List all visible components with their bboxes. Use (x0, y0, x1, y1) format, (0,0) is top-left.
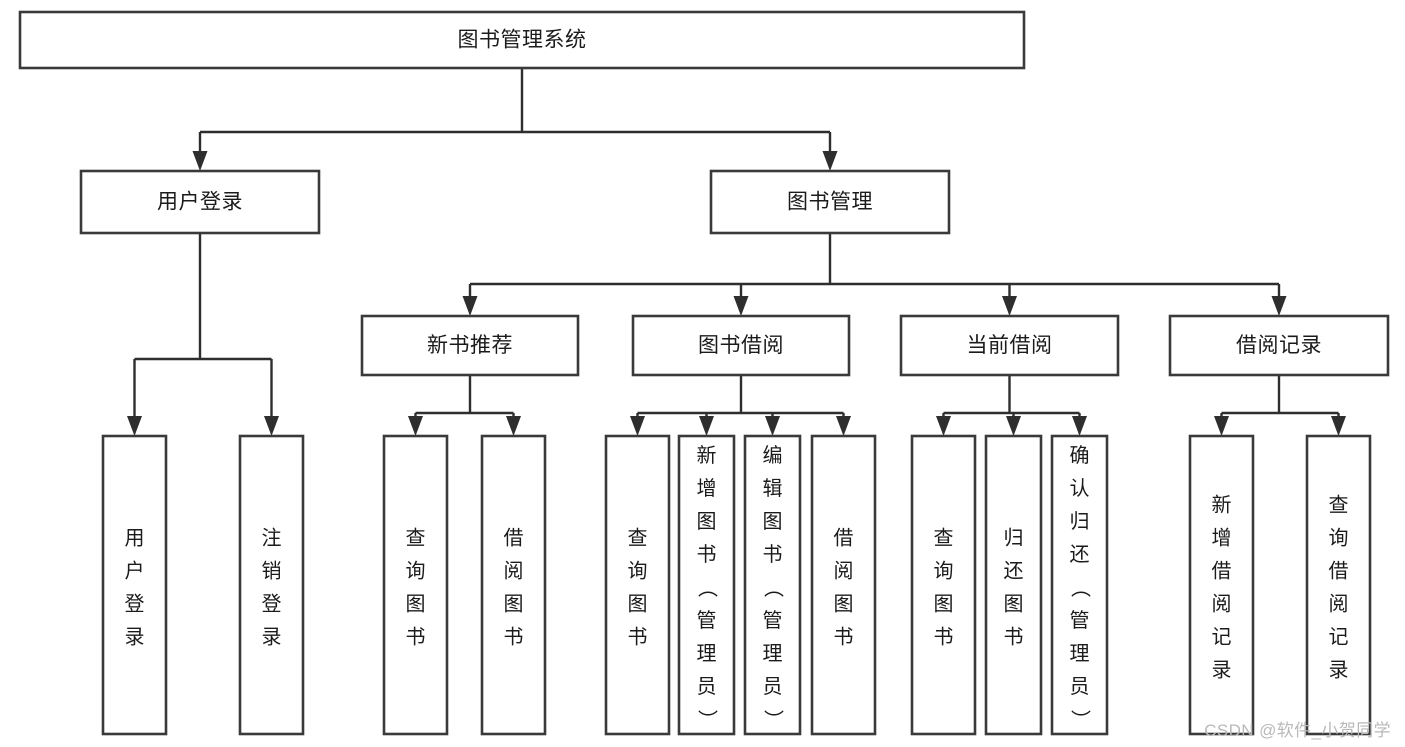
node-label: 确认归还（管理员） (1070, 444, 1091, 731)
edge-group-book-manage (462, 233, 1287, 316)
nodes-layer: 图书管理系统用户登录图书管理新书推荐图书借阅当前借阅借阅记录用户登录注销登录查询… (18, 10, 1390, 736)
node-box[interactable] (810, 434, 877, 736)
node-box[interactable] (360, 314, 580, 377)
node-leaf-edit-book[interactable]: 编辑图书（管理员） (743, 434, 802, 736)
node-box[interactable] (604, 434, 671, 736)
node-box[interactable] (1305, 434, 1372, 736)
node-leaf-return-book[interactable]: 归还图书 (984, 434, 1043, 736)
edges-layer (127, 68, 1346, 436)
edge-group-borrow-record (1214, 375, 1346, 436)
edge-arrowhead (127, 416, 142, 436)
csdn-watermark: CSDN @软件_小贺同学 (1204, 721, 1391, 740)
node-book-borrow[interactable]: 图书借阅 (631, 314, 851, 377)
edge-arrowhead (1271, 296, 1287, 316)
edge-arrowhead (765, 416, 780, 436)
node-box[interactable] (238, 434, 305, 736)
node-box[interactable] (899, 314, 1120, 377)
node-box[interactable] (101, 434, 168, 736)
node-label: 新增借阅记录 (1212, 494, 1232, 682)
edge-arrowhead (462, 296, 478, 316)
node-leaf-borrow-book-2[interactable]: 借阅图书 (810, 434, 877, 736)
node-leaf-query-record[interactable]: 查询借阅记录 (1305, 434, 1372, 736)
node-user-login[interactable]: 用户登录 (79, 169, 321, 235)
node-label: 新书推荐 (427, 334, 513, 357)
node-box[interactable] (677, 434, 736, 736)
edge-arrowhead (1214, 416, 1229, 436)
node-label: 查询借阅记录 (1329, 494, 1349, 682)
node-box[interactable] (743, 434, 802, 736)
edge-arrowhead (936, 416, 951, 436)
node-box[interactable] (910, 434, 977, 736)
edge-arrowhead (1002, 296, 1017, 316)
node-label: 借阅图书 (834, 527, 854, 649)
node-box[interactable] (1050, 434, 1109, 736)
node-box[interactable] (984, 434, 1043, 736)
node-label: 新增图书（管理员） (697, 444, 718, 731)
edge-arrowhead (264, 416, 279, 436)
node-label: 查询图书 (406, 527, 426, 649)
node-leaf-query-book-3[interactable]: 查询图书 (910, 434, 977, 736)
node-label: 借阅图书 (504, 527, 524, 649)
edge-group-new-book-rec (408, 375, 521, 436)
node-label: 查询图书 (934, 527, 954, 649)
edge-arrowhead (1072, 416, 1087, 436)
node-box[interactable] (18, 10, 1026, 70)
edge-group-user-login (127, 233, 279, 436)
edge-arrowhead (836, 416, 851, 436)
edge-arrowhead (630, 416, 645, 436)
node-label: 注销登录 (262, 527, 282, 649)
node-new-book-rec[interactable]: 新书推荐 (360, 314, 580, 377)
node-book-manage[interactable]: 图书管理 (709, 169, 951, 235)
node-box[interactable] (79, 169, 321, 235)
edge-group-root (192, 68, 838, 171)
edge-group-current-borrow (936, 375, 1087, 436)
node-box[interactable] (709, 169, 951, 235)
edge-arrowhead (1006, 416, 1021, 436)
node-box[interactable] (480, 434, 547, 736)
node-label: 用户登录 (125, 528, 145, 649)
node-label: 编辑图书（管理员） (763, 444, 784, 731)
node-label: 图书管理系统 (458, 29, 587, 52)
edge-arrowhead (733, 296, 749, 316)
node-label: 查询图书 (628, 527, 648, 649)
node-root[interactable]: 图书管理系统 (18, 10, 1026, 70)
node-label: 用户登录 (157, 191, 243, 214)
node-box[interactable] (1168, 314, 1390, 377)
node-box[interactable] (631, 314, 851, 377)
edge-arrowhead (822, 151, 838, 171)
node-label: 当前借阅 (967, 334, 1053, 357)
node-box[interactable] (1188, 434, 1255, 736)
edge-arrowhead (408, 416, 423, 436)
node-leaf-add-record[interactable]: 新增借阅记录 (1188, 434, 1255, 736)
node-label: 图书借阅 (698, 334, 784, 357)
node-leaf-user-login[interactable]: 用户登录 (101, 434, 168, 736)
edge-arrowhead (1331, 416, 1346, 436)
node-leaf-query-book-2[interactable]: 查询图书 (604, 434, 671, 736)
node-leaf-confirm-return[interactable]: 确认归还（管理员） (1050, 434, 1109, 736)
edge-arrowhead (699, 416, 714, 436)
node-leaf-borrow-book-1[interactable]: 借阅图书 (480, 434, 547, 736)
node-leaf-add-book[interactable]: 新增图书（管理员） (677, 434, 736, 736)
node-box[interactable] (382, 434, 449, 736)
node-borrow-record[interactable]: 借阅记录 (1168, 314, 1390, 377)
node-label: 图书管理 (787, 191, 873, 214)
edge-arrowhead (192, 151, 208, 171)
edge-arrowhead (506, 416, 521, 436)
node-leaf-logout[interactable]: 注销登录 (238, 434, 305, 736)
edge-group-book-borrow (630, 375, 851, 436)
node-label: 归还图书 (1004, 527, 1024, 649)
node-leaf-query-book-1[interactable]: 查询图书 (382, 434, 449, 736)
node-label: 借阅记录 (1236, 334, 1322, 357)
node-current-borrow[interactable]: 当前借阅 (899, 314, 1120, 377)
